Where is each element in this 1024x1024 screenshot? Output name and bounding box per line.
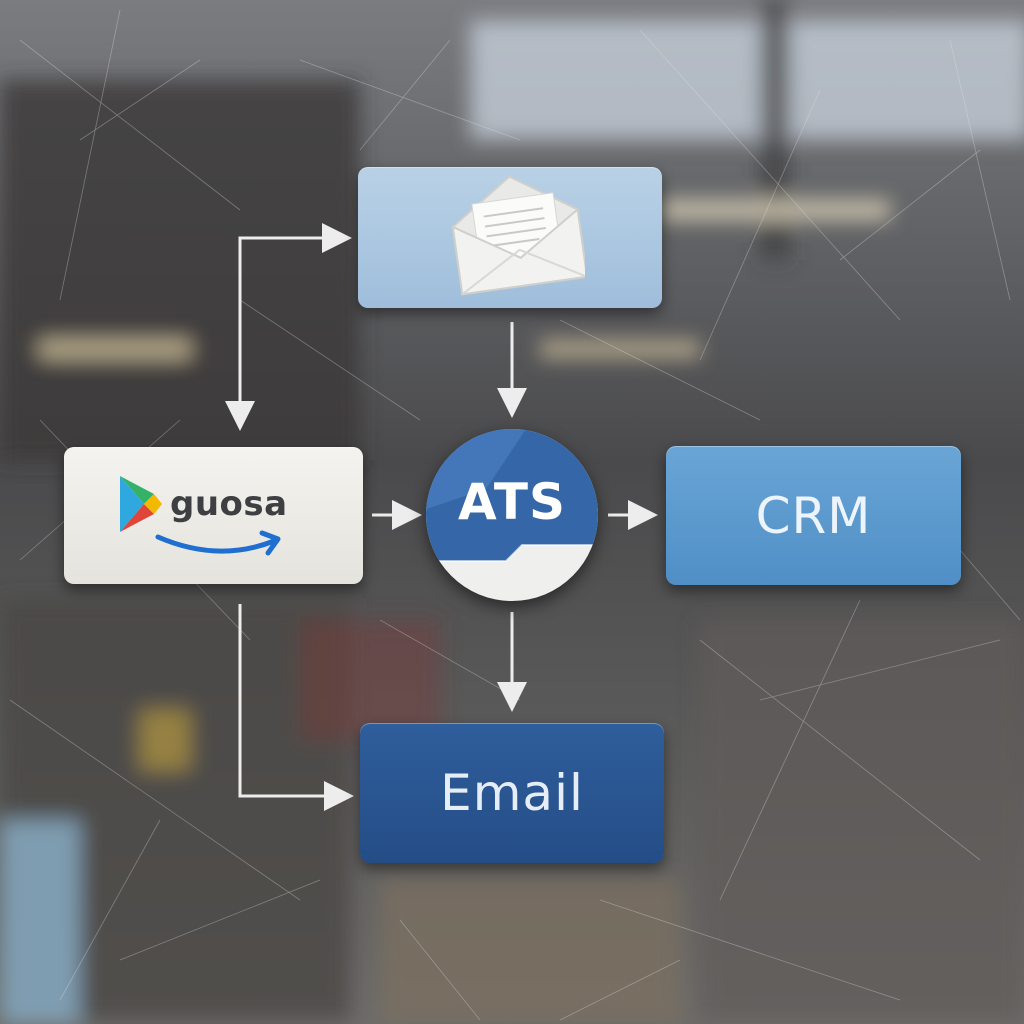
ats-label: ATS [458, 473, 566, 531]
crm-node[interactable]: CRM [666, 446, 961, 585]
edge-source-to-email [238, 604, 354, 811]
play-store-icon [120, 476, 162, 532]
email-label: Email [440, 764, 584, 822]
smile-arrow-icon [155, 530, 281, 556]
crm-label: CRM [755, 486, 872, 545]
source-brand-label: guosa [170, 484, 288, 524]
envelope-icon [451, 174, 585, 295]
envelope-node[interactable] [358, 167, 662, 308]
edge-source-to-envelope [238, 223, 352, 415]
source-node[interactable]: guosa [64, 447, 363, 584]
ats-node[interactable]: ATS [426, 429, 598, 601]
email-node[interactable]: Email [360, 723, 664, 863]
ats-disc-graphic [426, 429, 598, 562]
